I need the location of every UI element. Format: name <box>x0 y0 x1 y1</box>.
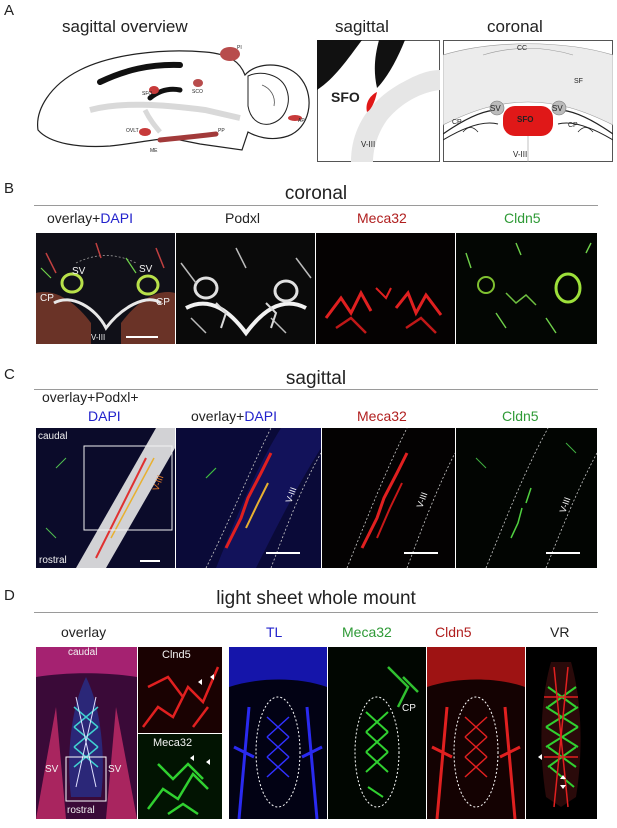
d-col2-label: TL <box>266 624 283 640</box>
coronal-sfo-label: SFO <box>517 115 534 124</box>
b-col2-label: Podxl <box>225 210 261 226</box>
b-cp-right-label: CP <box>156 297 170 308</box>
b-overlay-image <box>36 233 175 344</box>
c-cldn5-image <box>456 428 597 568</box>
sagittal-v3-label: V-III <box>361 140 376 149</box>
coronal-v3-label: V-III <box>513 150 528 159</box>
region-pi: PI <box>237 45 242 51</box>
b-col4-label: Cldn5 <box>504 210 541 226</box>
coronal-section-rule <box>34 205 598 206</box>
coronal-sf-label: SF <box>574 78 583 85</box>
c-col3-label: Meca32 <box>357 408 407 424</box>
coronal-cp-right-label: CP <box>568 122 578 129</box>
coronal-section-title: coronal <box>284 183 348 204</box>
d-tl-image <box>229 647 327 819</box>
c-scale-bar-3 <box>404 552 438 554</box>
d-col1-label: overlay <box>61 624 107 640</box>
d-col4-label: Cldn5 <box>435 624 472 640</box>
d-inset-clnd5-image <box>138 647 222 733</box>
c-scale-bar-1 <box>140 560 160 562</box>
d-caudal-label: caudal <box>68 647 98 658</box>
coronal-schematic <box>443 40 613 162</box>
d-rostral-label: rostral <box>67 805 95 816</box>
sagittal-sfo-label: SFO <box>331 89 360 105</box>
b-col1-dapi: DAPI <box>100 210 133 226</box>
c-col4-label: Cldn5 <box>502 408 539 424</box>
sagittal-title: sagittal <box>335 17 389 36</box>
c-overlay-image <box>36 428 175 568</box>
b-podxl-image <box>176 233 315 344</box>
region-sco: SCO <box>192 89 203 95</box>
coronal-sv-left-label: SV <box>490 104 501 113</box>
panel-letter-b: B <box>4 180 15 197</box>
sagittal-overview-title: sagittal overview <box>62 17 188 36</box>
d-vr-image <box>526 647 597 819</box>
sagittal-overview-schematic: PI SFO SCO OVLT ME PP AP <box>37 45 310 154</box>
panel-letter-d: D <box>4 587 15 604</box>
d-clnd5-label: Clnd5 <box>162 649 191 661</box>
d-sv-right-label: SV <box>108 764 122 775</box>
d-meca32-label: Meca32 <box>153 737 193 749</box>
d-col5-label: VR <box>550 624 570 640</box>
b-cp-left-label: CP <box>40 293 54 304</box>
c-col1-label-line1: overlay+Podxl+ <box>42 389 139 405</box>
d-cp-label: CP <box>402 703 416 714</box>
b-cldn5-image <box>456 233 597 344</box>
b-col1-label: overlay+DAPI <box>47 210 133 226</box>
d-overlay-image <box>36 647 137 819</box>
sagittal-section-title: sagittal <box>285 368 347 389</box>
b-meca32-image <box>316 233 455 344</box>
c-rostral-label: rostral <box>39 555 67 566</box>
d-inset-meca32-image <box>138 734 222 819</box>
b-col3-label: Meca32 <box>357 210 407 226</box>
light-sheet-section-title: light sheet whole mount <box>216 588 416 609</box>
b-sv-right-label: SV <box>139 264 153 275</box>
d-sv-left-label: SV <box>45 764 59 775</box>
b-scale-bar <box>126 336 158 338</box>
region-ovlt: OVLT <box>126 128 139 134</box>
coronal-sv-right-label: SV <box>552 104 563 113</box>
c-col2-dapi: DAPI <box>244 408 277 424</box>
region-pp: PP <box>218 128 225 134</box>
coronal-cc-label: CC <box>517 45 528 52</box>
b-sv-left-label: SV <box>72 266 86 277</box>
light-sheet-section-rule <box>34 612 598 613</box>
c-meca32-image <box>322 428 455 568</box>
region-sfo: SFO <box>142 91 152 97</box>
panel-letter-c: C <box>4 366 15 383</box>
sagittal-zoom-schematic <box>317 40 440 162</box>
c-col2-label: overlay+DAPI <box>191 408 277 424</box>
c-col2-prefix: overlay+ <box>191 408 245 424</box>
d-meca32-image <box>328 647 426 819</box>
region-me: ME <box>150 148 158 154</box>
c-scale-bar-4 <box>546 552 580 554</box>
region-ap: AP <box>298 118 305 124</box>
b-col1-prefix: overlay+ <box>47 210 101 226</box>
c-overlay-dapi-image <box>176 428 321 568</box>
coronal-title: coronal <box>487 17 543 36</box>
d-cldn5-image <box>427 647 525 819</box>
c-caudal-label: caudal <box>38 431 68 442</box>
d-col3-label: Meca32 <box>342 624 392 640</box>
c-scale-bar-2 <box>266 552 300 554</box>
b-v3-label: V-III <box>91 333 106 342</box>
panel-letter-a: A <box>4 2 15 19</box>
c-col1-label-dapi: DAPI <box>88 408 121 424</box>
coronal-cp-left-label: CP <box>452 119 462 126</box>
sagittal-section-rule <box>34 389 598 390</box>
